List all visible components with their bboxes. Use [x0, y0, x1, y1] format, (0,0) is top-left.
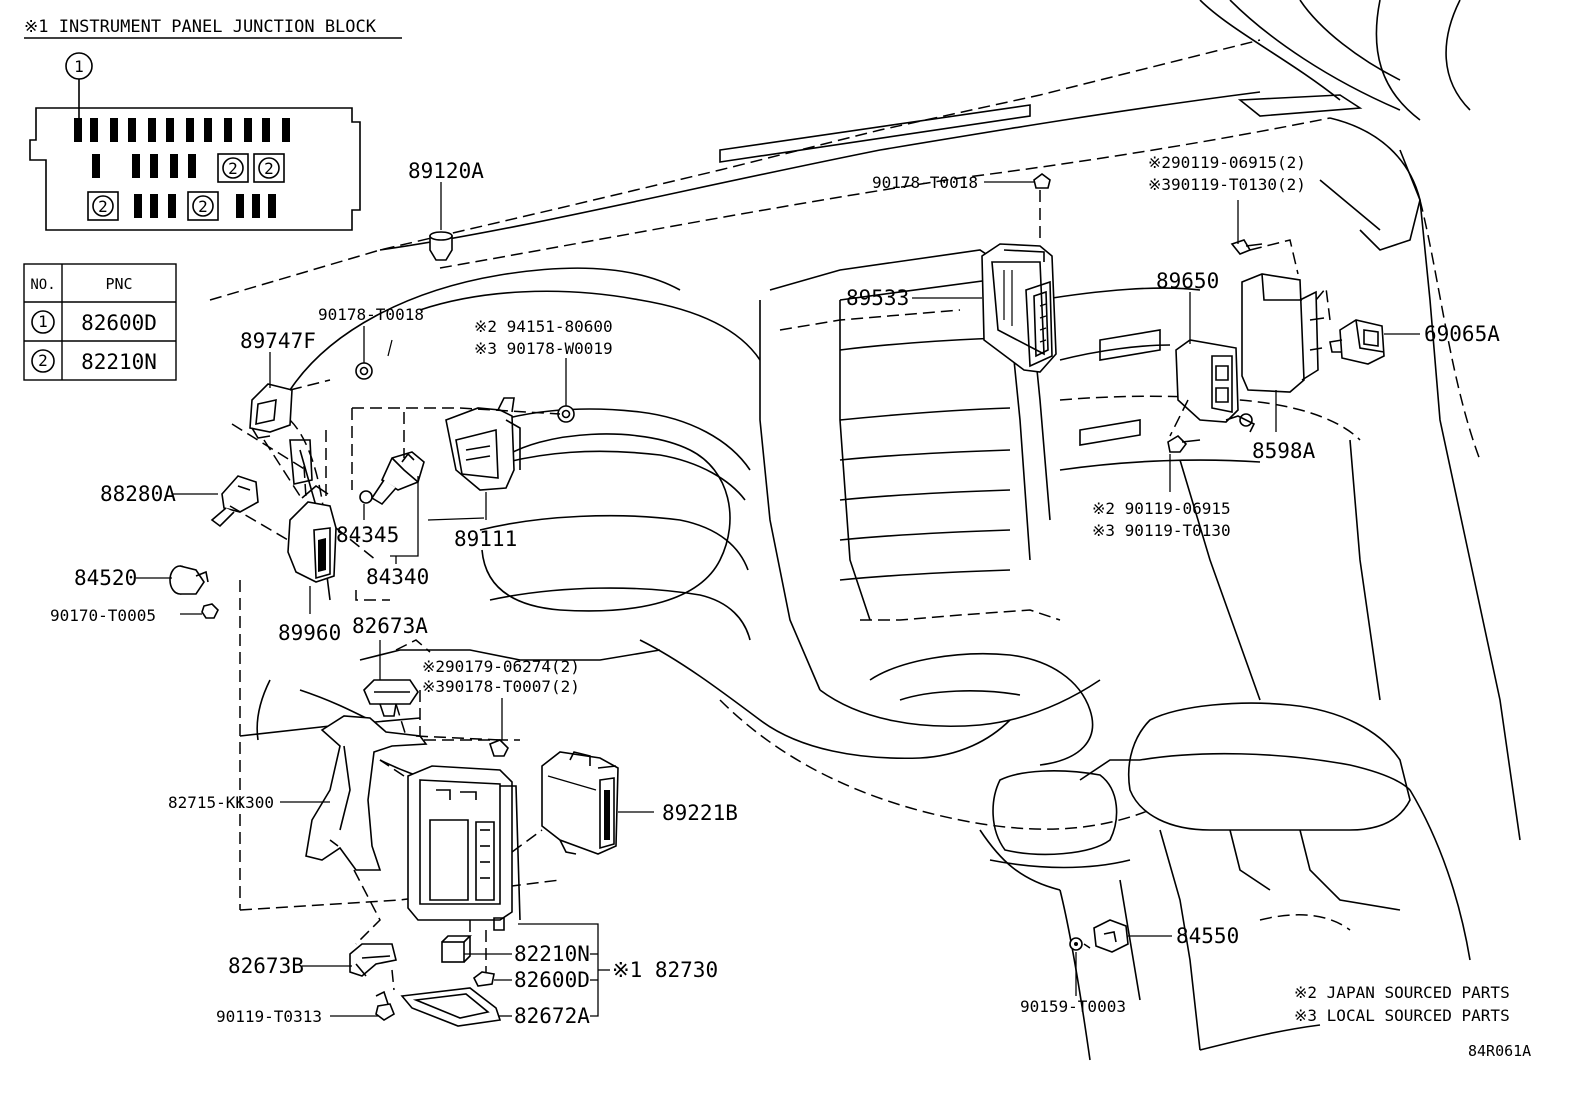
part-bolt-lower	[1167, 434, 1201, 453]
part-82673a	[363, 679, 419, 717]
relay-callout-2c: 2	[98, 197, 108, 216]
part-bolt-top	[1230, 239, 1263, 255]
label-88280a: 88280A	[100, 482, 176, 506]
part-90170-nut	[201, 603, 219, 619]
label-90178-t0007: ※390178-T0007(2)	[422, 677, 580, 696]
fuse-row-1	[74, 118, 290, 142]
part-89120a-sensor	[429, 231, 453, 261]
part-8598a	[1241, 273, 1325, 393]
junction-block-inset: ※1 INSTRUMENT PANEL JUNCTION BLOCK 1 2	[24, 17, 402, 231]
parts	[169, 173, 1385, 1027]
part-90159-screw	[1069, 937, 1083, 951]
junction-block-outline	[29, 107, 361, 231]
dashboard-line-art	[209, 0, 1521, 1061]
label-90119-06915: ※2 90119-06915	[1092, 499, 1231, 518]
label-90178-t0018-top: 90178-T0018	[872, 173, 978, 192]
part-82600d-fuse	[472, 971, 495, 987]
table-row-1-no: 1	[38, 312, 48, 331]
part-nut-left	[355, 362, 373, 380]
label-90159-t0003: 90159-T0003	[1020, 997, 1126, 1016]
label-89221b: 89221B	[662, 801, 738, 825]
relay-callout-2d: 2	[198, 197, 208, 216]
label-90179-06274: ※290179-06274(2)	[422, 657, 580, 676]
part-nut-top	[1033, 173, 1051, 189]
part-84340-switch	[370, 451, 425, 506]
label-84550: 84550	[1176, 924, 1239, 948]
table-row-2-pnc: 82210N	[81, 350, 157, 374]
part-90179-nut	[489, 739, 509, 757]
label-89111: 89111	[454, 527, 517, 551]
label-90119-t0130: ※3 90119-T0130	[1092, 521, 1231, 540]
part-82715-kk300	[305, 715, 428, 871]
fuse-row-2: 2 2	[92, 153, 285, 183]
part-84345	[359, 490, 373, 504]
part-82210n-relay	[441, 935, 472, 963]
label-82730: ※1 82730	[612, 958, 718, 982]
label-82210n: 82210N	[514, 942, 590, 966]
note-local-sourced: ※3 LOCAL SOURCED PARTS	[1294, 1006, 1510, 1025]
part-84550	[1093, 919, 1129, 953]
label-82715-kk300: 82715-KK300	[168, 793, 274, 812]
label-82672a: 82672A	[514, 1004, 590, 1028]
part-88280a	[210, 475, 259, 528]
label-90178-w0019: ※3 90178-W0019	[474, 339, 613, 358]
callout-1-label: 1	[74, 57, 84, 76]
label-84520: 84520	[74, 566, 137, 590]
relay-callout-2b: 2	[264, 159, 274, 178]
label-69065a: 69065A	[1424, 322, 1500, 346]
label-89120a: 89120A	[408, 159, 484, 183]
label-89533: 89533	[846, 286, 909, 310]
table-row-2-no: 2	[38, 351, 48, 370]
table-header-pnc: PNC	[105, 275, 132, 293]
part-69065a	[1329, 319, 1385, 365]
part-84520	[169, 565, 209, 595]
table-header-no: NO.	[30, 277, 55, 293]
part-89747f	[249, 383, 293, 439]
relay-callout-2a: 2	[228, 159, 238, 178]
label-89747f: 89747F	[240, 329, 316, 353]
fuse-row-3: 2 2	[87, 191, 276, 221]
part-89960	[287, 484, 337, 583]
label-89650: 89650	[1156, 269, 1219, 293]
part-82672a-cover	[400, 987, 502, 1027]
part-89111	[445, 397, 521, 491]
pnc-legend-table: NO. PNC 1 82600D 2 82210N	[23, 263, 177, 381]
table-row-1-pnc: 82600D	[81, 311, 157, 335]
label-8598a: 8598A	[1252, 439, 1316, 463]
label-90119-t0130-2: ※390119-T0130(2)	[1148, 175, 1306, 194]
label-94151-80600: ※2 94151-80600	[474, 317, 613, 336]
part-82673b	[349, 943, 397, 977]
label-89960: 89960	[278, 621, 341, 645]
label-82673a: 82673A	[352, 614, 428, 638]
inset-title: ※1 INSTRUMENT PANEL JUNCTION BLOCK	[24, 17, 377, 37]
note-japan-sourced: ※2 JAPAN SOURCED PARTS	[1294, 983, 1510, 1002]
part-89650	[1175, 339, 1256, 433]
label-84345: 84345	[336, 523, 399, 547]
label-90119-t0313: 90119-T0313	[216, 1007, 322, 1026]
part-89533-ecu	[981, 243, 1057, 373]
label-82600d: 82600D	[514, 968, 590, 992]
label-90170-t0005: 90170-T0005	[50, 606, 156, 625]
footnotes: ※2 JAPAN SOURCED PARTS ※3 LOCAL SOURCED …	[1294, 983, 1531, 1060]
label-84340: 84340	[366, 565, 429, 589]
part-89221b-ecu	[541, 751, 619, 855]
part-nut-89111	[557, 405, 575, 423]
part-labels: 89120A 90178-T0018 ※290119-06915(2) ※390…	[50, 153, 1500, 1028]
label-82673b: 82673B	[228, 954, 304, 978]
part-90119-t0313-bolt	[375, 990, 395, 1021]
label-90119-06915-2: ※290119-06915(2)	[1148, 153, 1306, 172]
leader-lines	[136, 181, 1420, 1017]
diagram-code: 84R061A	[1468, 1042, 1531, 1060]
label-90178-t0018-left: 90178-T0018	[318, 305, 424, 324]
part-82730-junction-block	[407, 765, 521, 931]
